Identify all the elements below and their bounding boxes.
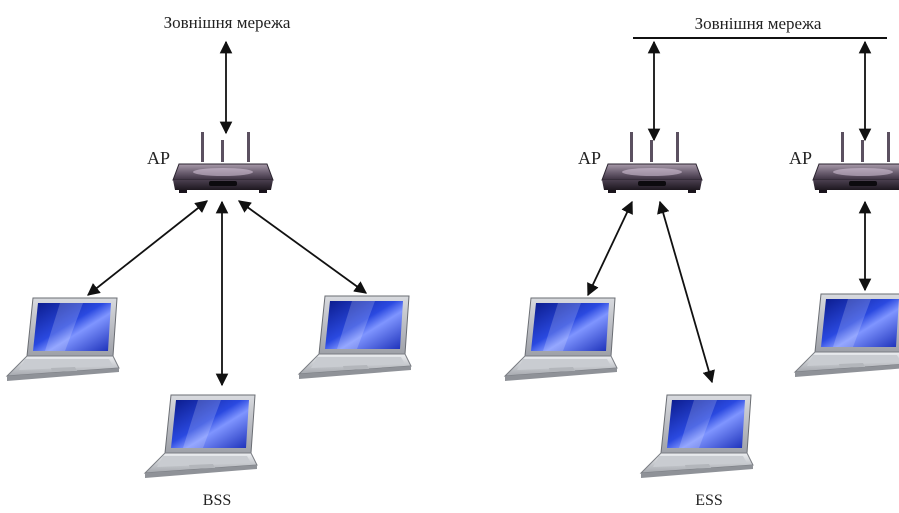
bss-caption: BSS (203, 492, 231, 509)
ess-ap1-label: AP (578, 148, 601, 168)
ess-caption: ESS (695, 492, 723, 509)
bss-laptop-icon-left (6, 297, 120, 382)
ess-laptop-icon-left (504, 297, 618, 382)
bss-diagram: Зовнішня мережа AP BSS (6, 13, 412, 509)
ess-link-ap1-left (587, 200, 633, 297)
ess-link-ap1-bottom (657, 200, 715, 384)
bss-laptop-icon-right (298, 295, 412, 380)
ess-router-icon-2 (812, 131, 899, 194)
ess-diagram: Зовнішня мережа AP AP ESS (504, 14, 899, 509)
bss-laptop-icon-bottom (144, 394, 258, 479)
ess-network-label: Зовнішня мережа (695, 14, 822, 33)
ess-laptop-icon-bottom (640, 394, 754, 479)
bss-link-left (87, 200, 208, 296)
bss-router-icon (172, 131, 274, 194)
bss-network-label: Зовнішня мережа (164, 13, 291, 32)
ess-router-icon-1 (601, 131, 703, 194)
bss-link-right (237, 200, 368, 294)
ess-laptop-icon-right (794, 293, 899, 378)
ess-ap2-label: AP (789, 148, 812, 168)
bss-ap-label: AP (147, 148, 170, 168)
